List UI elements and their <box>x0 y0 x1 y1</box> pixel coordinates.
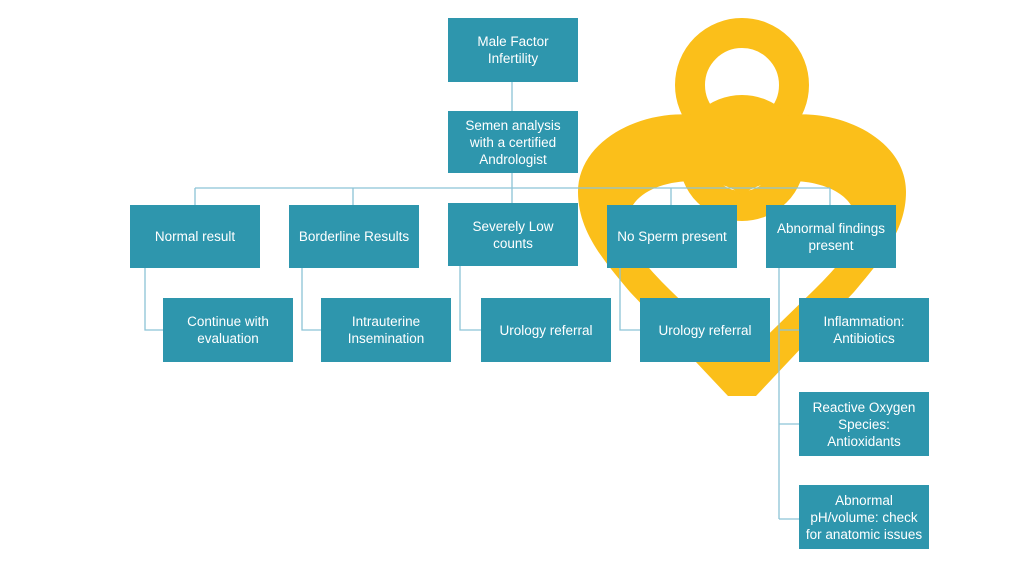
node-abnormal-findings: Abnormal findings present <box>766 205 896 268</box>
node-intrauterine-insemination: Intrauterine Insemination <box>321 298 451 362</box>
node-male-factor-infertility: Male Factor Infertility <box>448 18 578 82</box>
node-urology-referral-1: Urology referral <box>481 298 611 362</box>
logo-upper-ring <box>675 18 809 152</box>
logo-lower-ring <box>679 95 805 221</box>
node-borderline-results: Borderline Results <box>289 205 419 268</box>
node-semen-analysis: Semen analysis with a certified Androlog… <box>448 111 578 173</box>
node-no-sperm-present: No Sperm present <box>607 205 737 268</box>
node-normal-result: Normal result <box>130 205 260 268</box>
node-reactive-oxygen-species: Reactive Oxygen Species: Antioxidants <box>799 392 929 456</box>
node-urology-referral-2: Urology referral <box>640 298 770 362</box>
node-continue-with-evaluation: Continue with evaluation <box>163 298 293 362</box>
node-abnormal-ph-volume: Abnormal pH/volume: check for anatomic i… <box>799 485 929 549</box>
node-severely-low-counts: Severely Low counts <box>448 203 578 266</box>
node-inflammation-antibiotics: Inflammation: Antibiotics <box>799 298 929 362</box>
